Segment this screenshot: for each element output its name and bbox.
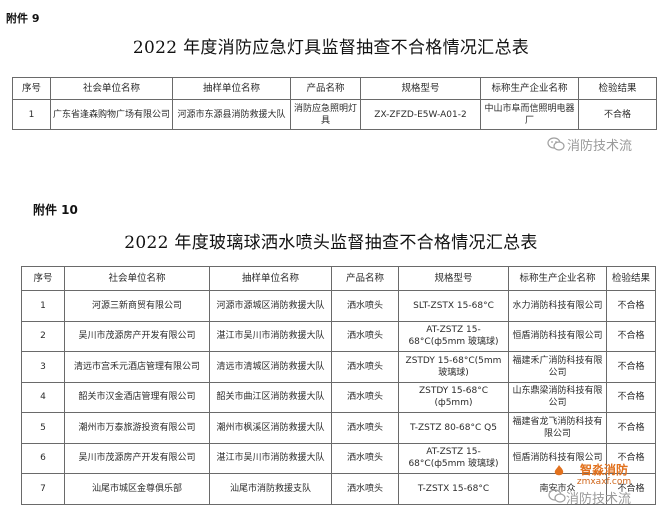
table-cell: 1: [12, 99, 51, 130]
column-header: 标称生产企业名称: [480, 77, 579, 100]
table-cell: 不合格: [606, 290, 656, 322]
column-header: 规格型号: [360, 77, 481, 100]
table-cell: 湛江市吴川市消防救援大队: [209, 442, 332, 474]
column-header: 检验结果: [606, 266, 656, 291]
table-cell: 4: [21, 381, 65, 413]
table-cell: 潮州市万泰旅游投资有限公司: [64, 412, 210, 444]
table-cell: 福建禾广消防科技有限公司: [508, 351, 607, 383]
table-cell: 吴川市茂源房产开发有限公司: [64, 442, 210, 474]
table-cell: 洒水喷头: [331, 290, 399, 322]
watermark-account-bottom: 消防技术流: [566, 492, 632, 507]
column-header: 序号: [12, 77, 51, 100]
table-cell: 中山市阜而信照明电器厂: [480, 99, 579, 130]
annex-10-title: 2022 年度玻璃球洒水喷头监督抽查不合格情况汇总表: [124, 233, 538, 253]
table-header-row: 序号社会单位名称抽样单位名称产品名称规格型号标称生产企业名称检验结果: [12, 77, 657, 100]
table-cell: 韶关市汉金酒店管理有限公司: [64, 381, 210, 413]
watermark-account-top: 消防技术流: [567, 139, 633, 154]
table-cell: 洒水喷头: [331, 473, 399, 505]
table-cell: AT-ZSTZ 15-68°C(ф5mm 玻璃球): [398, 442, 509, 474]
table-cell: 7: [21, 473, 65, 505]
table-cell: 山东鼎梁消防科技有限公司: [508, 381, 607, 413]
column-header: 社会单位名称: [64, 266, 210, 291]
table-cell: SLT-ZSTX 15-68°C: [398, 290, 509, 322]
table-cell: 不合格: [606, 351, 656, 383]
annex-9-label: 附件 9: [6, 12, 40, 25]
table-cell: 2: [21, 320, 65, 352]
site-logo: 智淼消防 zmxaxf.com: [554, 463, 654, 488]
table-header-row: 序号社会单位名称抽样单位名称产品名称规格型号标称生产企业名称检验结果: [21, 266, 656, 291]
table-cell: ZSTDY 15-68°C (ф5mm): [398, 381, 509, 413]
table-cell: 不合格: [578, 99, 657, 130]
table-cell: 汕尾市消防救援支队: [209, 473, 332, 505]
table-cell: 水力消防科技有限公司: [508, 290, 607, 322]
table-cell: 6: [21, 442, 65, 474]
annex-9-title: 2022 年度消防应急灯具监督抽查不合格情况汇总表: [132, 38, 530, 58]
column-header: 标称生产企业名称: [508, 266, 607, 291]
site-logo-name: 智淼消防: [579, 463, 628, 477]
table-cell: 韶关市曲江区消防救援大队: [209, 381, 332, 413]
table-cell: 不合格: [606, 473, 656, 505]
table-cell: 恒盾消防科技有限公司: [508, 320, 607, 352]
site-logo-url: zmxaxf.com: [576, 477, 632, 487]
table-cell: 1: [21, 290, 65, 322]
table-cell: 不合格: [606, 320, 656, 352]
table-cell: 洒水喷头: [331, 320, 399, 352]
table-cell: 汕尾市城区金尊俱乐部: [64, 473, 210, 505]
table-cell: T-ZSTX 15-68°C: [398, 473, 509, 505]
table-cell: 河源三新商贸有限公司: [64, 290, 210, 322]
table-cell: 消防应急照明灯具: [290, 99, 361, 130]
table-cell: 洒水喷头: [331, 412, 399, 444]
table-cell: 潮州市枫溪区消防救援大队: [209, 412, 332, 444]
table-cell: AT-ZSTZ 15-68°C(ф5mm 玻璃球): [398, 320, 509, 352]
table-cell: 洒水喷头: [331, 442, 399, 474]
table-cell: 河源市源城区消防救援大队: [209, 290, 332, 322]
column-header: 规格型号: [398, 266, 509, 291]
column-header: 抽样单位名称: [172, 77, 291, 100]
wechat-icon: [548, 489, 566, 508]
table-cell: 5: [21, 412, 65, 444]
table-cell: ZSTDY 15-68°C(5mm 玻璃球): [398, 351, 509, 383]
table-cell: 洒水喷头: [331, 381, 399, 413]
annex-10-label: 附件 10: [33, 203, 78, 217]
table-cell: 清远市宫禾元酒店管理有限公司: [64, 351, 210, 383]
column-header: 产品名称: [331, 266, 399, 291]
column-header: 抽样单位名称: [209, 266, 332, 291]
column-header: 社会单位名称: [50, 77, 173, 100]
table-cell: 福建省龙飞消防科技有限公司: [508, 412, 607, 444]
table-cell: 洒水喷头: [331, 351, 399, 383]
column-header: 检验结果: [578, 77, 657, 100]
table-cell: 3: [21, 351, 65, 383]
table-cell: 不合格: [606, 412, 656, 444]
flame-icon: [554, 465, 564, 476]
table-cell: 湛江市吴川市消防救援大队: [209, 320, 332, 352]
table-cell: 不合格: [606, 381, 656, 413]
table-cell: 河源市东源县消防救援大队: [172, 99, 291, 130]
table-cell: 广东省逢森购物广场有限公司: [50, 99, 173, 130]
wechat-icon: [547, 137, 565, 156]
table-cell: T-ZSTZ 80-68°C Q5: [398, 412, 509, 444]
table-cell: ZX-ZFZD-E5W-A01-2: [360, 99, 481, 130]
table-cell: 清远市清城区消防救援大队: [209, 351, 332, 383]
table-cell: 吴川市茂源房产开发有限公司: [64, 320, 210, 352]
column-header: 序号: [21, 266, 65, 291]
column-header: 产品名称: [290, 77, 361, 100]
